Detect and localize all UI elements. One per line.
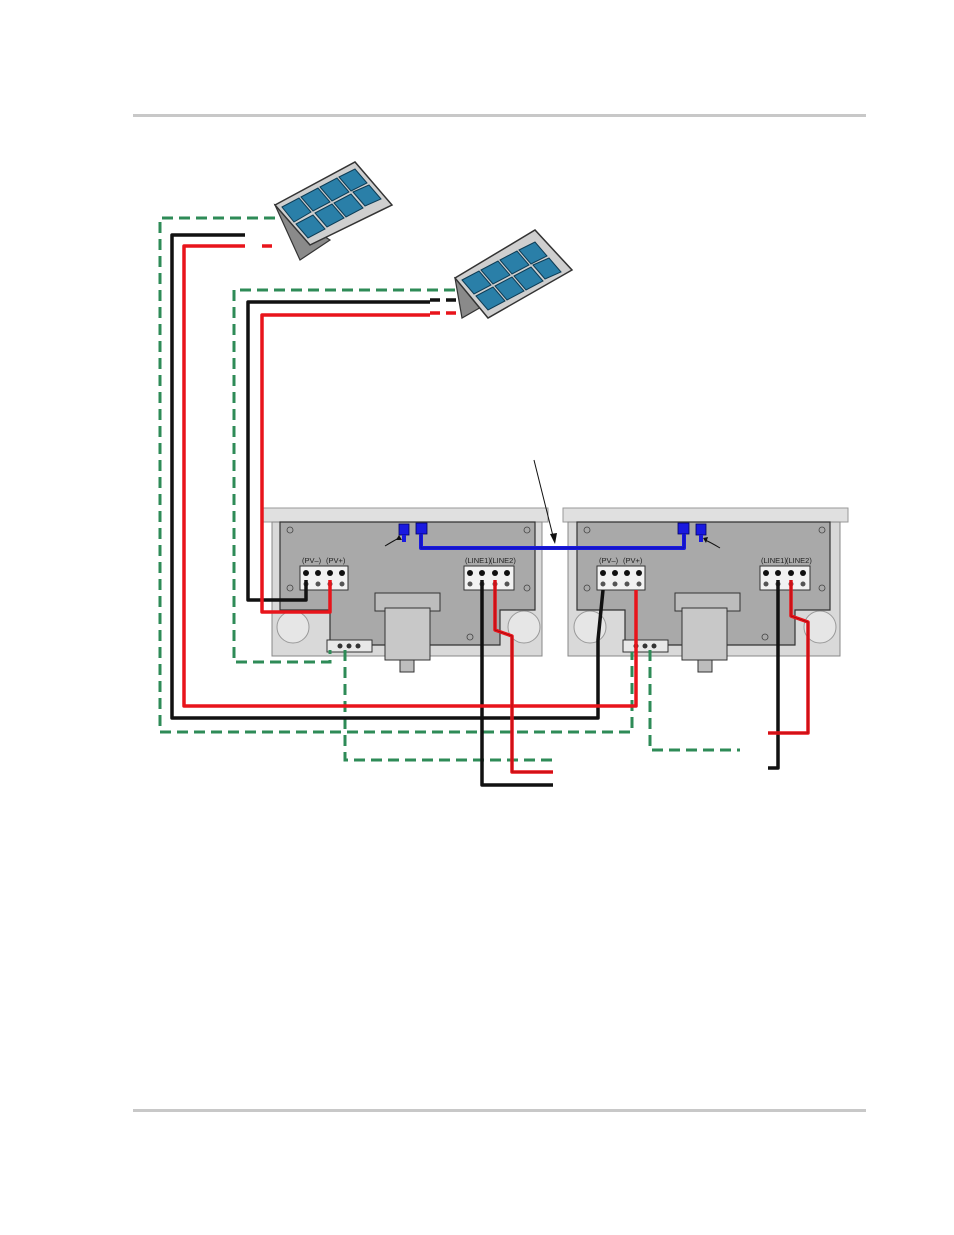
pv-array-2: [455, 230, 572, 318]
pv-pos-label: (PV+): [326, 556, 346, 565]
line2-label: (LINE2): [786, 556, 812, 565]
pv-array-1: [275, 162, 392, 260]
network-port-right: [678, 523, 689, 534]
pv-neg-label: (PV–): [302, 556, 322, 565]
ground-bar-left: [327, 640, 372, 652]
line-terminal-block-left: (LINE1) (LINE2): [464, 556, 516, 590]
pv-pos-label: (PV+): [623, 556, 643, 565]
line1-label: (LINE1): [465, 556, 491, 565]
inverter-right: (PV–) (PV+) (LINE1) (LINE2): [563, 508, 848, 672]
network-port-left: [416, 523, 427, 534]
line1-label: (LINE1): [761, 556, 787, 565]
ground-bar-right: [623, 640, 668, 652]
line-terminal-block-right: (LINE1) (LINE2): [760, 556, 812, 590]
pv-neg-label: (PV–): [599, 556, 619, 565]
line2-label: (LINE2): [490, 556, 516, 565]
